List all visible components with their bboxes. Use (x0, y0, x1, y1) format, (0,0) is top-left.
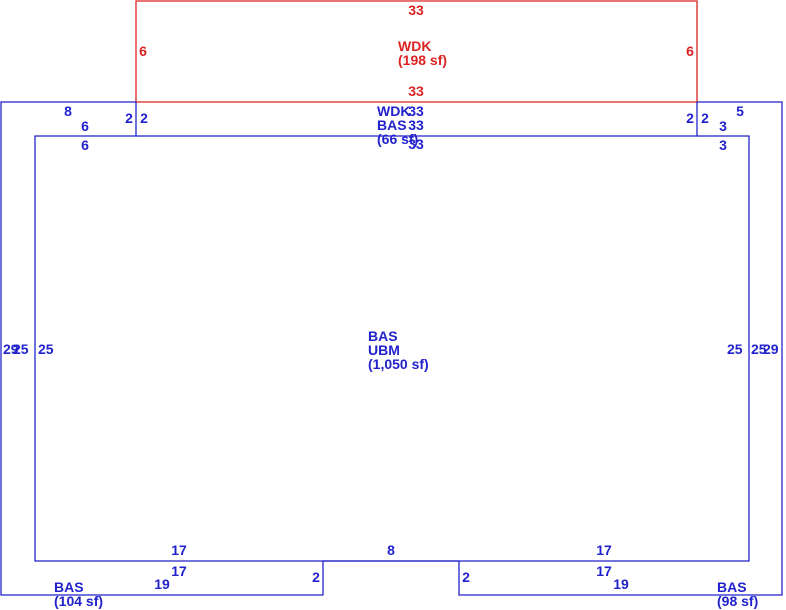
area-bas-mid-code: BAS (377, 117, 407, 133)
dim-bottom-17a: 17 (171, 542, 187, 558)
dim-mid-a: 33 (408, 103, 424, 119)
dim-right-step-2b: 2 (701, 110, 709, 126)
area-bas-right-code: BAS (717, 579, 747, 595)
area-wdk-mid-code: WDK (377, 103, 410, 119)
dim-left-top-8: 8 (64, 103, 72, 119)
dim-bottom-19b: 19 (613, 576, 629, 592)
area-bas-left-size: (104 sf) (54, 593, 103, 609)
dim-left-step-2b: 2 (140, 110, 148, 126)
area-main-code2: UBM (368, 342, 400, 358)
dim-left-25b: 25 (38, 341, 54, 357)
dim-bottom-2a: 2 (312, 569, 320, 585)
dim-deck-bottom: 33 (408, 83, 424, 99)
dim-left-step-2a: 2 (125, 110, 133, 126)
dim-bottom-8: 8 (387, 542, 395, 558)
dim-deck-right: 6 (686, 43, 694, 59)
area-wdk-mid-size: (66 sf) (377, 131, 418, 147)
dim-right-25a: 25 (727, 341, 743, 357)
dim-bottom-17b: 17 (171, 563, 187, 579)
dim-mid-b: 33 (408, 117, 424, 133)
main-area-outline (34, 102, 750, 562)
dim-bottom-2b: 2 (462, 569, 470, 585)
dim-right-top-3b: 3 (719, 137, 727, 153)
area-wdk-top-code: WDK (398, 38, 431, 54)
dim-bottom-17c: 17 (596, 542, 612, 558)
area-main-size: (1,050 sf) (368, 356, 429, 372)
dim-right-top-5: 5 (736, 103, 744, 119)
dim-right-25b: 25 (751, 341, 767, 357)
dim-left-top-6b: 6 (81, 137, 89, 153)
dim-deck-left: 6 (139, 43, 147, 59)
dim-right-step-2a: 2 (686, 110, 694, 126)
area-wdk-top-size: (198 sf) (398, 52, 447, 68)
dim-bottom-17d: 17 (596, 563, 612, 579)
dim-bottom-19a: 19 (154, 576, 170, 592)
dim-mid-c: 33 (408, 136, 424, 152)
dim-left-top-6a: 6 (81, 118, 89, 134)
dim-right-29: 29 (763, 341, 779, 357)
deck-outline (135, 0, 698, 102)
dim-deck-top: 33 (408, 2, 424, 18)
area-main-code1: BAS (368, 328, 398, 344)
dim-left-25a: 25 (13, 341, 29, 357)
dim-right-top-3a: 3 (719, 118, 727, 134)
dim-left-29: 29 (3, 341, 19, 357)
area-bas-right-size: (98 sf) (717, 593, 758, 609)
area-bas-left-code: BAS (54, 579, 84, 595)
